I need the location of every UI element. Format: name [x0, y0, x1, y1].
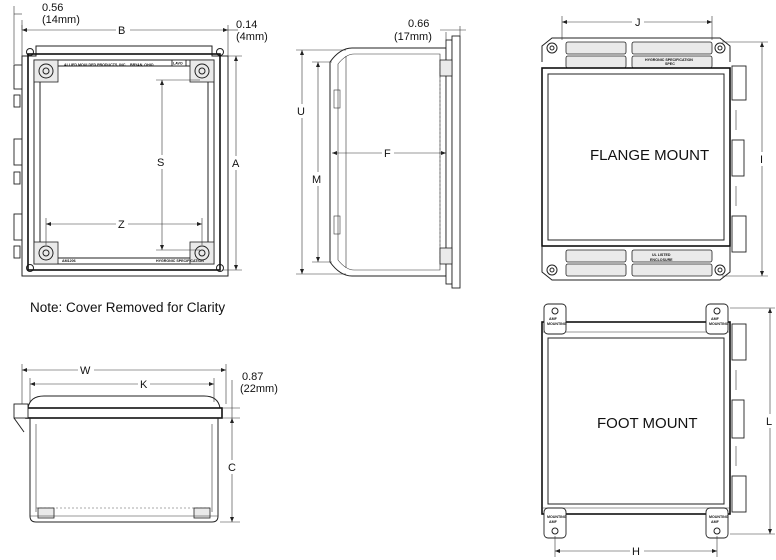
dimension-i: I [722, 41, 768, 277]
dimension-014: 0.14 (4mm) [228, 19, 268, 43]
foot-tag-tr: AMF [711, 317, 720, 321]
dimension-j: J [561, 15, 713, 40]
foot-mount-label: FOOT MOUNT [597, 415, 698, 432]
flange-spec-sub: SPEC [665, 62, 675, 66]
cover-note: Note: Cover Removed for Clarity [30, 300, 225, 315]
city-text: BRYAN, OHIO [130, 63, 154, 67]
front-view: ALLIED MOULDED PRODUCTS, INC. BRYAN, OHI… [13, 2, 268, 277]
flange-body [541, 67, 731, 247]
bottom-view: W K 0.87 (22mm) C [13, 363, 278, 523]
dim-c-label: C [228, 462, 236, 474]
dim-j-label: J [635, 17, 641, 29]
dimension-c: C [220, 417, 240, 523]
logo-badge [171, 59, 187, 67]
left-hinge-tabs [13, 64, 23, 259]
dimension-066: 0.66 (17mm) [394, 18, 466, 43]
bottom-body [29, 418, 219, 523]
dim-f-label: F [384, 148, 391, 160]
logo-text: LAVO [173, 62, 183, 66]
foot-sub-tl: MOUNTING [547, 322, 567, 326]
foot-tag-tl: AMF [549, 317, 558, 321]
dim-066-label: 0.66 [408, 18, 429, 30]
dim-i-label: I [760, 154, 763, 166]
foot-sub-tr: MOUNTING [709, 322, 729, 326]
dimension-m: M [311, 61, 332, 263]
dim-s-label: S [157, 157, 164, 169]
flange-top [541, 37, 731, 62]
dim-066-mm: (17mm) [394, 31, 432, 43]
flange-bottom [541, 246, 731, 281]
dim-b-label: B [118, 25, 125, 37]
side-view: 0.66 (17mm) U M F [296, 18, 466, 289]
dim-a-label: A [232, 158, 240, 170]
foot-sub-br: MOUNTING [709, 515, 729, 519]
dim-m-label: M [312, 174, 321, 186]
foot-body [541, 321, 731, 515]
dimension-l: L [730, 307, 775, 535]
dimension-u: U [296, 49, 346, 275]
foot-mount-view: AMF MOUNTING AMF MOUNTING MOUNTING AMF M… [541, 303, 775, 558]
foot-tag-bl: AMF [549, 520, 558, 524]
front-corner-bosses [33, 59, 215, 265]
flange-spec-text: HYGRONIC SPECIFICATION [645, 58, 693, 62]
dim-014-label: 0.14 [236, 19, 257, 31]
flange-mount-view: HYGRONIC SPECIFICATION SPEC UL LISTED EN… [541, 15, 768, 281]
flange-ul-text: UL LISTED [652, 253, 671, 257]
dim-l-label: L [766, 416, 772, 428]
side-body-outline [329, 47, 447, 277]
front-outer-flange [21, 45, 229, 277]
mounting-feet: AMF MOUNTING AMF MOUNTING MOUNTING AMF M… [543, 303, 729, 539]
dim-056-mm: (14mm) [42, 14, 80, 26]
dimension-z: Z [45, 217, 203, 245]
dimension-k: K [29, 377, 215, 402]
spec-text: HYGRONIC SPECIFICATION [156, 259, 204, 263]
dimension-b: B [21, 24, 229, 56]
dim-u-label: U [297, 106, 305, 118]
dimension-s: S [156, 79, 200, 251]
dim-k-label: K [140, 379, 148, 391]
dim-014-mm: (4mm) [236, 31, 268, 43]
flange-mount-label: FLANGE MOUNT [590, 147, 709, 164]
front-body [27, 53, 221, 271]
dim-056-label: 0.56 [42, 2, 63, 14]
dimension-056: 0.56 (14mm) [13, 2, 80, 64]
bottom-lid-rim [25, 407, 223, 419]
dimension-a: A [222, 55, 242, 271]
model-text: AM1206 [62, 259, 76, 263]
foot-sub-bl: MOUNTING [547, 515, 567, 519]
brand-text: ALLIED MOULDED PRODUCTS, INC. [64, 63, 127, 67]
flange-ul-sub: ENCLOSURE [650, 258, 673, 262]
bottom-cover-top [27, 395, 221, 409]
dim-087-mm: (22mm) [240, 383, 278, 395]
foot-tag-br: AMF [711, 520, 720, 524]
foot-right-tabs [731, 323, 747, 513]
dim-z-label: Z [118, 219, 125, 231]
dim-h-label: H [632, 546, 640, 558]
dimension-f: F [332, 146, 446, 160]
dimension-087: 0.87 (22mm) [222, 371, 278, 418]
dimension-w: W [21, 363, 227, 404]
side-flange [445, 39, 453, 285]
dim-w-label: W [80, 365, 91, 377]
flange-right-tabs [731, 65, 747, 253]
dimension-h: H [554, 536, 718, 558]
dim-087-label: 0.87 [242, 371, 263, 383]
